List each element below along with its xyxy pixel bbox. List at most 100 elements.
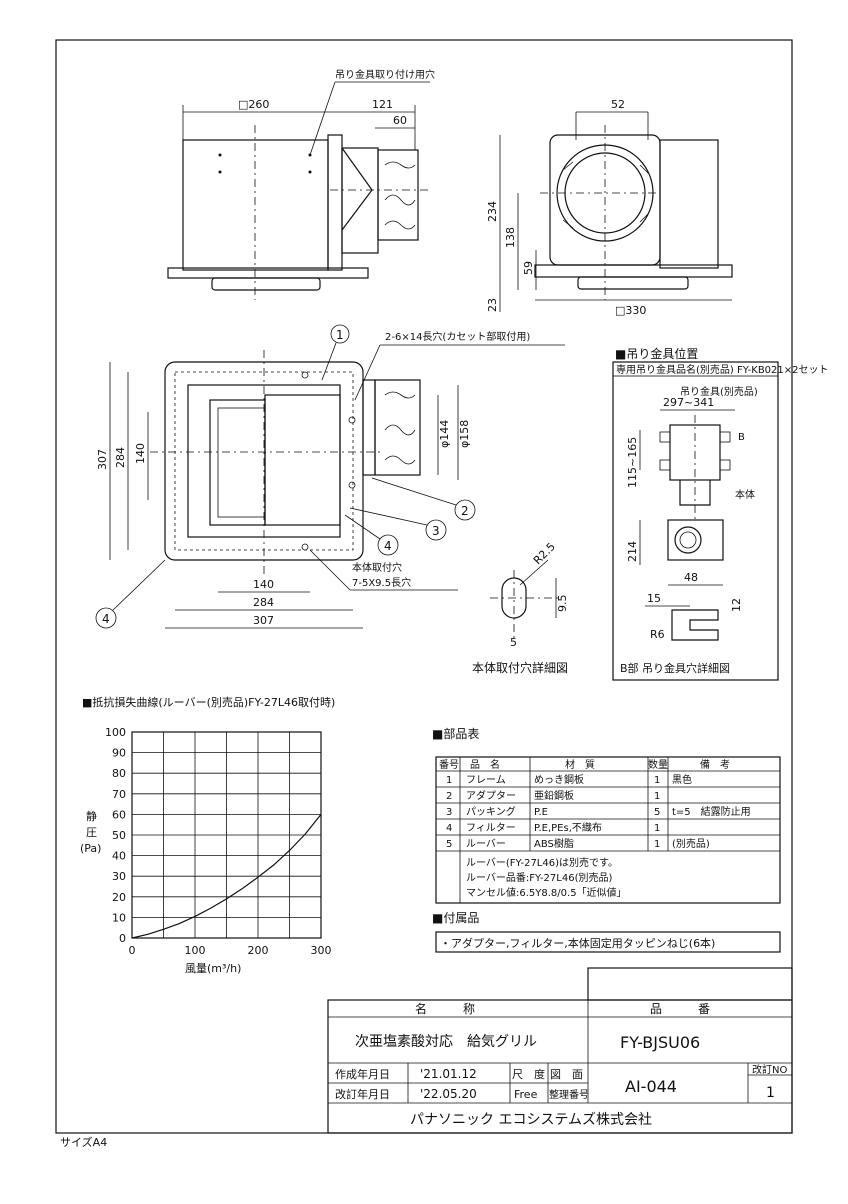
side-view-right: 52 234 138 59 23 □330	[486, 98, 733, 317]
svg-text:ルーバー: ルーバー	[466, 838, 506, 850]
svg-text:1: 1	[336, 328, 344, 342]
hanger-dim-12: 12	[730, 598, 743, 612]
dim-top-260: □260	[238, 98, 269, 111]
dim-plan-284h: 284	[253, 596, 274, 609]
svg-text:4: 4	[446, 823, 452, 834]
svg-text:パッキング: パッキング	[466, 805, 516, 818]
chart-x-tick-label: 100	[185, 944, 206, 957]
chart-xlabel: 風量(m³/h)	[185, 962, 241, 975]
svg-text:5: 5	[446, 839, 452, 850]
dim-det-5: 5	[510, 636, 517, 649]
slot-label: 2-6×14長穴(カセット部取付用)	[385, 330, 530, 343]
dim-side-52: 52	[611, 98, 625, 111]
callout-1: 3	[349, 507, 447, 541]
hanger-dim-15: 15	[647, 592, 661, 605]
chart-y-tick-label: 90	[112, 747, 126, 760]
tb-scale: Free	[514, 1088, 538, 1101]
chart-y-tick-label: 10	[112, 911, 126, 924]
parts-row-5: 5 ルーバー ABS樹脂 1 (別売品)	[446, 837, 710, 850]
accessories-section: ■付属品 ・アダプター,フィルター,本体固定用タッピンねじ(6本)	[432, 911, 781, 953]
tb-rev-label: 改訂NO	[752, 1063, 787, 1076]
dim-plan-284v: 284	[114, 447, 127, 468]
svg-text:1: 1	[654, 791, 660, 802]
tb-name-header: 名 称	[415, 1001, 475, 1016]
hanger-dim-range: 297~341	[663, 396, 714, 409]
tb-ref-label: 整理番号	[549, 1088, 589, 1101]
svg-text:亜鉛鋼板: 亜鉛鋼板	[534, 789, 574, 802]
parts-header-name: 品 名	[470, 758, 500, 771]
parts-header-no: 番号	[439, 759, 459, 771]
svg-text:フレーム: フレーム	[466, 774, 506, 786]
parts-title: ■部品表	[432, 726, 479, 741]
svg-text:4: 4	[102, 612, 110, 626]
chart-y-tick-label: 40	[112, 850, 126, 863]
tb-revised-label: 改訂年月日	[335, 1087, 390, 1101]
parts-header-material: 材 質	[565, 758, 595, 771]
hanger-dim-48: 48	[684, 571, 698, 584]
svg-text:1: 1	[654, 823, 660, 834]
tb-rev: 1	[766, 1085, 775, 1101]
dim-side-23: 23	[486, 298, 499, 312]
svg-text:3: 3	[432, 524, 440, 538]
mount-hole-label-1: 本体取付穴	[352, 561, 402, 574]
svg-text:1: 1	[446, 775, 452, 786]
dim-side-330: □330	[615, 304, 646, 317]
hanger-part-label: 吊り金具(別売品)	[680, 385, 758, 398]
svg-text:4: 4	[384, 539, 392, 553]
hanger-dim-vert: 115~165	[626, 437, 639, 488]
tb-created-label: 作成年月日	[335, 1067, 390, 1081]
chart-y-tick-label: 100	[105, 726, 126, 739]
tb-part-no: FY-BJSU06	[620, 1033, 700, 1052]
svg-text:5: 5	[654, 807, 660, 818]
mount-hole-detail: R2.5 9.5 5 本体取付穴詳細図	[472, 540, 569, 675]
dim-det-95: 9.5	[556, 595, 569, 613]
chart-x-ticks: 0 100 200 300	[129, 944, 332, 957]
accessories-text: ・アダプター,フィルター,本体固定用タッピンねじ(6本)	[440, 936, 715, 950]
chart-x-tick-label: 200	[248, 944, 269, 957]
resistance-chart: ■抵抗損失曲線(ルーバー(別売品)FY-27L46取付時) 0102030405…	[80, 695, 335, 975]
tb-drawing-no: AI-044	[625, 1077, 677, 1096]
svg-text:P.E,PEs,不織布: P.E,PEs,不織布	[534, 821, 602, 834]
hanger-footer: B部 吊り金具穴詳細図	[620, 661, 730, 675]
hanger-dim-r6: R6	[650, 628, 665, 641]
chart-y-tick-label: 30	[112, 870, 126, 883]
svg-text:1: 1	[654, 839, 660, 850]
tb-name: 次亜塩素酸対応 給気グリル	[355, 1034, 537, 1050]
dim-side-138: 138	[504, 227, 517, 248]
chart-x-tick-label: 300	[311, 944, 332, 957]
tb-drawing-label: 図 面	[550, 1068, 583, 1081]
dim-side-59: 59	[522, 261, 535, 275]
dim-plan-158: φ158	[458, 420, 471, 448]
parts-note-1: ルーバー(FY-27L46)は別売です。	[466, 856, 618, 869]
mount-detail-title: 本体取付穴詳細図	[472, 660, 568, 675]
svg-text:ABS樹脂: ABS樹脂	[534, 837, 574, 850]
tb-part-header: 品 番	[650, 1002, 710, 1016]
chart-y-tick-label: 80	[112, 767, 126, 780]
callout-4b: 4	[95, 559, 166, 629]
chart-ylabel-3: (Pa)	[80, 842, 101, 855]
tb-company: パナソニック エコシステムズ株式会社	[410, 1112, 652, 1128]
parts-note-2: ルーバー品番:FY-27L46(別売品)	[466, 871, 612, 884]
dim-plan-144: φ144	[438, 420, 451, 448]
svg-text:1: 1	[654, 775, 660, 786]
title-block: 名 称 品 番 次亜塩素酸対応 給気グリル FY-BJSU06 作成年月日 '2…	[327, 967, 793, 1134]
chart-ylabel-1: 静	[86, 809, 97, 823]
dim-top-60: 60	[393, 114, 407, 127]
parts-header-remarks: 備 考	[700, 758, 730, 771]
chart-y-tick-label: 0	[119, 932, 126, 945]
svg-text:3: 3	[446, 807, 452, 818]
dim-top-121: 121	[372, 98, 393, 111]
tb-revised: '22.05.20	[420, 1087, 477, 1101]
svg-text:めっき鋼板: めっき鋼板	[534, 773, 584, 786]
mount-hole-label-2: 7-5X9.5長穴	[352, 576, 411, 589]
svg-text:(別売品): (別売品)	[672, 837, 710, 850]
chart-x-tick-label: 0	[129, 944, 136, 957]
tb-scale-label: 尺 度	[512, 1067, 545, 1081]
side-view-front: 吊り金具取り付け用穴 □260 121 60	[167, 68, 435, 300]
